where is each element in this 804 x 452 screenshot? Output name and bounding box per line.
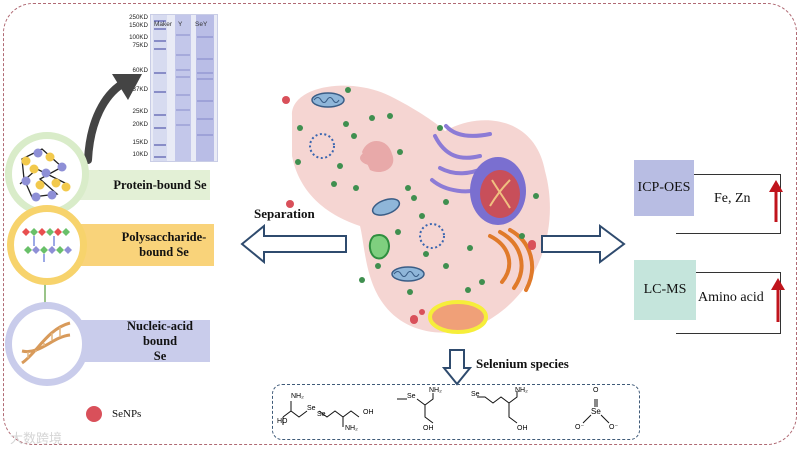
gel-image: Maker Y SeY (150, 14, 218, 162)
lc-ms-result: Amino acid (698, 290, 764, 305)
marker-label: 20KD (132, 121, 148, 128)
separation-arrow (240, 224, 347, 264)
mol4-o-minus: O⁻ (575, 424, 585, 431)
selenocystine-structure (282, 401, 360, 427)
mol1-ho: HO (277, 418, 288, 425)
marker-label: 25KD (132, 108, 148, 115)
mol2-se: Se (407, 393, 416, 400)
icp-oes-result: Fe, Zn (714, 191, 751, 206)
marker-label: 60KD (132, 67, 148, 74)
analysis-arrow (541, 224, 626, 264)
polysaccharide-icon (22, 228, 72, 262)
yeast-cell (282, 85, 550, 334)
selenium-species-label: Selenium species (476, 356, 569, 371)
icp-oes-label: ICP-OES (637, 180, 691, 195)
protein-bound-se-label: Protein-bound Se (113, 177, 207, 192)
arrow-up-icon (771, 278, 785, 322)
polysaccharide-ring (7, 205, 87, 285)
species-arrow (442, 349, 472, 386)
mol2-oh: OH (423, 425, 434, 432)
mitochondrion-icon (311, 92, 345, 108)
protein-icon (19, 148, 71, 202)
marker-label: 10KD (132, 151, 148, 158)
mol1-se2: Se (317, 411, 326, 418)
marker-label: 75KD (132, 42, 148, 49)
nucleic-acid-bound-se-label: Nucleic-acid bound Se (127, 318, 193, 363)
mol1-nh2b: NH₂ (345, 425, 358, 432)
mol4-o: O (593, 387, 599, 394)
selenium-amino-acid-structure (477, 391, 518, 424)
mol1-oh: OH (363, 409, 374, 416)
marker-label: 37KD (132, 86, 148, 93)
mol3-nh2: NH₂ (515, 387, 528, 394)
polysaccharide-bound-se-bar: Polysaccharide- bound Se (70, 224, 214, 266)
separation-label: Separation (254, 206, 315, 221)
mol1-se1: Se (307, 405, 316, 412)
mol3-oh: OH (517, 425, 528, 432)
protein-bound-se-bar: Protein-bound Se (70, 170, 210, 200)
senp-dot (528, 240, 536, 248)
nucleic-acid-bound-se-bar: Nucleic-acid bound Se (70, 318, 210, 363)
senps-legend-marker (86, 406, 102, 422)
gel-header-y: Y (178, 21, 183, 28)
marker-label: 100KD (129, 34, 148, 41)
gel-header-maker: Maker (154, 21, 173, 28)
dna-icon (21, 321, 71, 365)
mol2-nh2: NH₂ (429, 387, 442, 394)
protein-ring (5, 132, 89, 216)
selenite-structure (582, 399, 610, 424)
marker-label: 150KD (129, 22, 148, 29)
lc-ms-method: LC-MS (634, 260, 696, 320)
marker-label: 15KD (132, 139, 148, 146)
gel-header-sey: SeY (195, 21, 208, 28)
polysaccharide-bound-se-label: Polysaccharide- bound Se (121, 230, 207, 259)
lc-ms-label: LC-MS (643, 282, 687, 297)
nucleic-ring (5, 302, 89, 386)
senps-legend-label: SeNPs (112, 408, 142, 420)
mol4-o-minus: O⁻ (609, 424, 619, 431)
selenium-species-box: HO NH₂ Se Se NH₂ OH Se NH₂ OH Se NH₂ OH … (272, 384, 640, 440)
watermark: 大数跨境 (10, 432, 63, 447)
senp-dot (410, 316, 418, 324)
icp-oes-method: ICP-OES (634, 160, 694, 216)
selenomethionine-structure (397, 393, 434, 424)
mol3-se: Se (471, 391, 480, 398)
mol4-se: Se (591, 407, 601, 416)
dashed-frame (3, 3, 797, 445)
marker-label: 250KD (129, 14, 148, 21)
mol1-nh2a: NH₂ (291, 393, 304, 400)
arrow-up-icon (769, 180, 783, 222)
